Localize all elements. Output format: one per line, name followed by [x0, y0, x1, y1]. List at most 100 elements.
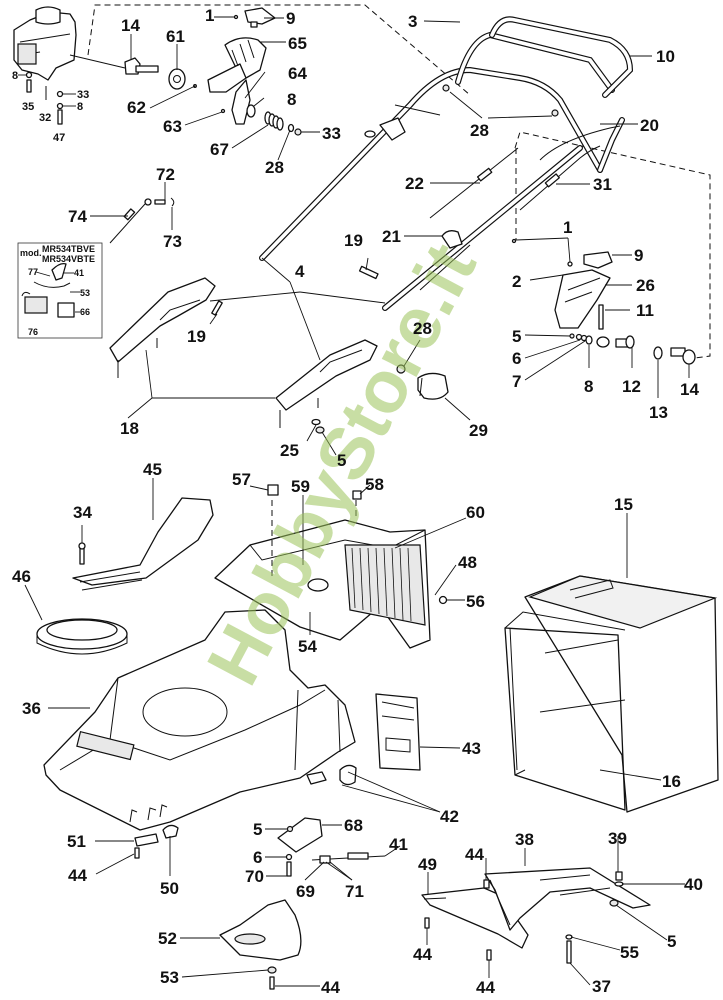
- callout: 50: [160, 879, 179, 898]
- callout: 4: [295, 262, 305, 281]
- callout: 43: [462, 739, 481, 758]
- rear-flap-plate: [375, 693, 461, 771]
- callout: 57: [232, 470, 251, 489]
- callout: 51: [67, 832, 86, 851]
- callout: 21: [382, 227, 401, 246]
- height-lever: [511, 238, 696, 365]
- engine-fasteners: [18, 71, 76, 125]
- callout: 5: [667, 932, 676, 951]
- rear-guards: [421, 867, 651, 964]
- callout: 56: [466, 592, 485, 611]
- callout: 7: [512, 372, 521, 391]
- callout: 44: [68, 866, 87, 885]
- callout: 35: [22, 101, 34, 113]
- callout: 14: [121, 16, 140, 35]
- callout: 18: [120, 419, 139, 438]
- grass-catcher: [504, 513, 719, 813]
- callout: 39: [608, 829, 627, 848]
- inset-model-1: MR534TBVE: [42, 244, 95, 254]
- callout: 60: [466, 503, 485, 522]
- callout: 13: [649, 403, 668, 422]
- callout: 1: [563, 218, 572, 237]
- callout: 53: [160, 968, 179, 987]
- callout: 10: [656, 47, 675, 66]
- callout: 66: [80, 307, 90, 317]
- callout: 36: [22, 699, 41, 718]
- callout: 72: [156, 165, 175, 184]
- height-lever-leaders: [515, 237, 690, 398]
- engine-plate: [214, 484, 448, 649]
- callout: 37: [592, 977, 611, 996]
- callout: 19: [187, 327, 206, 346]
- callout: 44: [476, 978, 495, 997]
- throttle-cable: [90, 182, 175, 244]
- callout: 26: [636, 276, 655, 295]
- callout: 25: [280, 441, 299, 460]
- callout: 40: [684, 875, 703, 894]
- inset-mod-label: mod.: [20, 248, 42, 258]
- callout: 22: [405, 174, 424, 193]
- callout: 33: [77, 89, 89, 101]
- callout: 6: [253, 848, 262, 867]
- control-leaders: [69, 16, 320, 161]
- handle-assembly: [259, 16, 634, 311]
- callout: 48: [458, 553, 477, 572]
- callout: 5: [337, 451, 346, 470]
- control-levers: [124, 7, 302, 136]
- callout: 62: [127, 98, 146, 117]
- callout: 5: [253, 820, 262, 839]
- callout: 68: [344, 816, 363, 835]
- callout: 14: [680, 380, 699, 399]
- discharge-chute: [72, 478, 214, 591]
- callout: 58: [365, 475, 384, 494]
- callout: 31: [593, 175, 612, 194]
- callout: 6: [512, 349, 521, 368]
- bracket-42-leaders: [341, 771, 441, 813]
- callout: 8: [12, 70, 18, 82]
- callout: 15: [614, 495, 633, 514]
- callout-labels: 8 35 32 33 8 47 14 61 62 1 9 65 64 63 8 …: [12, 6, 703, 997]
- dashed-group-lines: [87, 4, 711, 359]
- model-inset-box: [17, 242, 103, 339]
- callout: 77: [28, 267, 38, 277]
- engine-plate-leaders: [249, 484, 467, 635]
- callout: 59: [291, 477, 310, 496]
- belt-cover: [180, 899, 320, 990]
- handle-leaders: [404, 20, 652, 237]
- callout: 9: [286, 9, 295, 28]
- callout: 38: [515, 830, 534, 849]
- callout: 65: [288, 34, 307, 53]
- callout: 2: [512, 272, 521, 291]
- mower-deck: [43, 609, 357, 831]
- callout: 63: [163, 117, 182, 136]
- callout: 33: [322, 124, 341, 143]
- rear-guard-leaders: [426, 836, 685, 986]
- knob-part: [396, 339, 471, 421]
- callout: 47: [53, 132, 65, 144]
- callout: 28: [470, 121, 489, 140]
- callout: 8: [287, 90, 296, 109]
- callout: 19: [344, 231, 363, 250]
- callout: 46: [12, 567, 31, 586]
- callout: 64: [288, 64, 307, 83]
- callout: 71: [345, 882, 364, 901]
- callout: 53: [80, 288, 90, 298]
- callout: 73: [163, 232, 182, 251]
- callout: 44: [413, 945, 432, 964]
- callout: 28: [413, 319, 432, 338]
- callout: 5: [512, 327, 521, 346]
- callout: 67: [210, 140, 229, 159]
- callout: 34: [73, 503, 92, 522]
- callout: 8: [584, 377, 593, 396]
- inset-model-2: MR534VBTE: [42, 254, 95, 264]
- callout: 16: [662, 772, 681, 791]
- callout: 11: [636, 301, 654, 320]
- bracket-leaders: [127, 257, 386, 456]
- callout: 52: [158, 929, 177, 948]
- handle-brackets: [109, 265, 379, 434]
- callout: 44: [465, 845, 484, 864]
- callout: 3: [408, 12, 417, 31]
- callout: 41: [389, 835, 408, 854]
